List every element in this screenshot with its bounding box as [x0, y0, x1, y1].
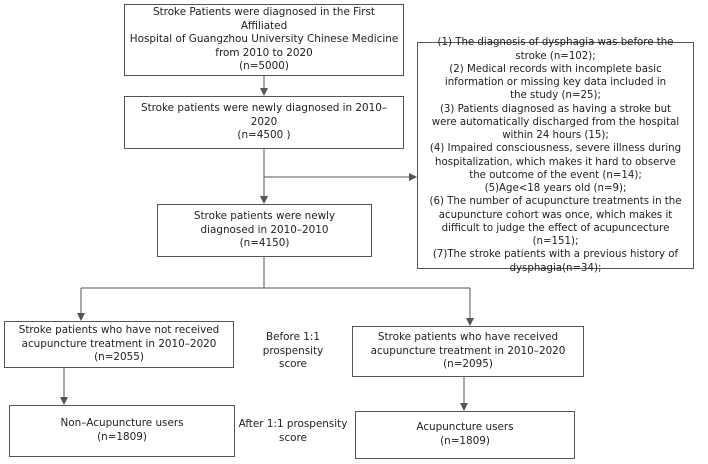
- line: (n=2095): [443, 358, 493, 371]
- line: within 24 hours (15);: [502, 130, 609, 141]
- box-eligible-cohort: Stroke patients were newly diagnosed in …: [157, 204, 372, 257]
- line: (n=1809): [97, 431, 147, 443]
- line: Stroke patients who have not received: [18, 324, 220, 337]
- line: Stroke patients who have received: [377, 331, 559, 344]
- box-non-acupuncture-users: Non–Acupuncture users (n=1809): [9, 405, 235, 457]
- line: (n=4150): [239, 237, 290, 250]
- label-before-matching: Before 1:1 prospensity score: [236, 331, 350, 372]
- box-exclusion-criteria: (1) The diagnosis of dysphagia was befor…: [417, 37, 694, 274]
- line: (n=1809): [440, 435, 490, 447]
- box-newly-diagnosed: Stroke patients were newly diagnosed in …: [124, 96, 404, 149]
- line: (n=4500 ): [237, 129, 291, 142]
- line: hospitalization, which makes it hard to …: [435, 156, 676, 168]
- line: score: [279, 431, 307, 444]
- line: (n=5000): [239, 60, 289, 73]
- box-initial-cohort: Stroke Patients were diagnosed in the Fi…: [124, 4, 404, 76]
- line: information or missing key data included…: [444, 77, 667, 88]
- line: score: [279, 358, 307, 371]
- line: Acupuncture users: [416, 421, 514, 434]
- line: (n=2055): [94, 351, 144, 364]
- line: (5)Age<18 years old (n=9);: [484, 183, 627, 194]
- line: Before 1:1 prospensity: [262, 331, 324, 357]
- line: diagnosed in 2010–2010: [200, 223, 329, 236]
- line: (3) Patients diagnosed as having a strok…: [439, 103, 672, 115]
- line: Stroke patients were newly diagnosed in …: [140, 102, 388, 128]
- line: acupuncture treatment in 2010–2020: [370, 344, 566, 357]
- box-not-received-acupuncture: Stroke patients who have not received ac…: [4, 321, 234, 368]
- line: Hospital of Guangzhou University Chinese…: [129, 33, 399, 46]
- line: acupuncture cohort was once, which makes…: [438, 209, 673, 221]
- line: (2) Medical records with incomplete basi…: [449, 63, 662, 75]
- line: difficult to judge the effect of acupunc…: [441, 222, 670, 234]
- line: the outcome of the event (n=14);: [469, 169, 642, 181]
- line: from 2010 to 2020: [215, 46, 313, 59]
- line: (1) The diagnosis of dysphagia was befor…: [437, 37, 674, 49]
- line: (4) Impaired consciousness, severe illne…: [429, 143, 682, 155]
- box-received-acupuncture: Stroke patients who have received acupun…: [352, 326, 584, 377]
- line: acupuncture treatment in 2010–2020: [21, 337, 217, 350]
- line: (6) The number of acupuncture treatments…: [429, 196, 682, 208]
- line: stroke (n=102);: [515, 50, 596, 62]
- line: (7)The stroke patients with a previous h…: [432, 249, 679, 261]
- box-acupuncture-users: Acupuncture users (n=1809): [355, 411, 575, 459]
- line: Stroke Patients were diagnosed in the Fi…: [152, 6, 376, 32]
- line: dysphagia(n=34);: [509, 262, 602, 274]
- line: were automatically discharged from the h…: [431, 116, 680, 128]
- line: Non–Acupuncture users: [60, 417, 184, 430]
- line: (n=151);: [532, 236, 579, 247]
- label-after-matching: After 1:1 prospensity score: [236, 418, 350, 445]
- line: the study (n=25);: [510, 90, 601, 102]
- line: Stroke patients were newly: [193, 210, 336, 223]
- line: After 1:1 prospensity: [238, 418, 348, 430]
